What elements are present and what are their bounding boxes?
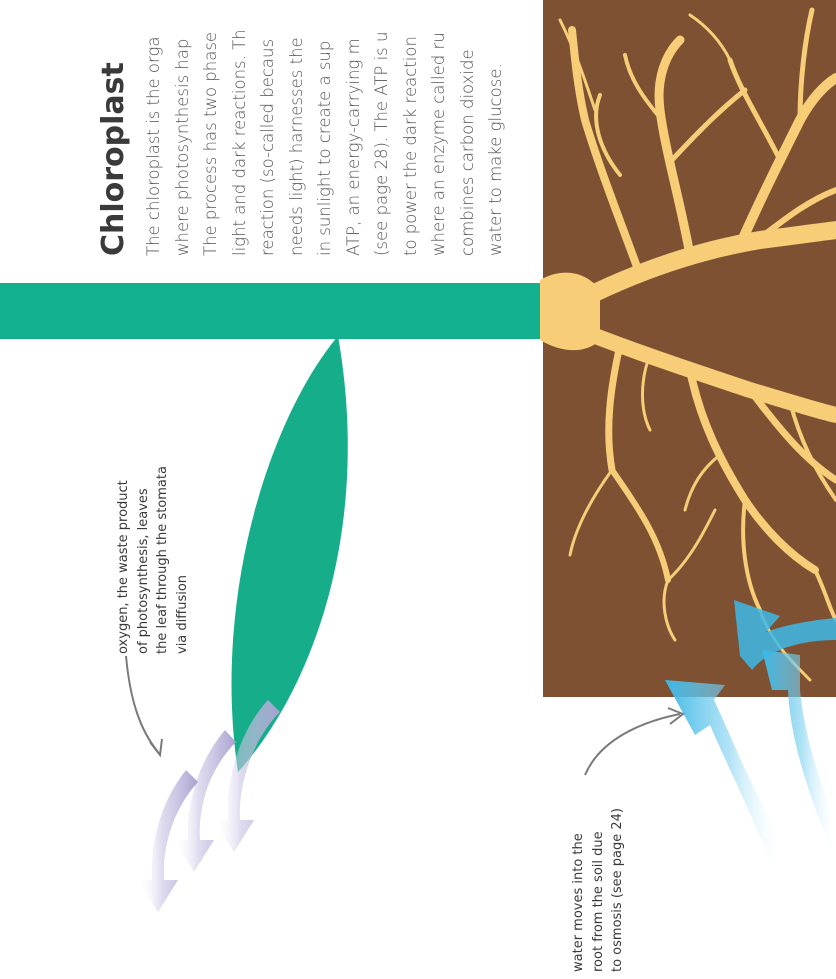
water-pointer [585, 714, 680, 775]
chloroplast-line: combines carbon dioxide [454, 29, 483, 256]
oxygen-label-line: via diffusion [173, 466, 193, 654]
stem [0, 283, 550, 339]
water-label: water moves into the root from the soil … [569, 808, 628, 972]
oxygen-arrows [138, 700, 280, 912]
oxygen-label: oxygen, the waste product of photosynthe… [114, 466, 192, 654]
chloroplast-description: The chloroplast is the orga where photos… [140, 29, 511, 256]
chloroplast-line: The process has two phase [197, 29, 226, 256]
chloroplast-line: light and dark reactions. Th [226, 29, 255, 256]
oxygen-label-line: oxygen, the waste product [114, 466, 134, 654]
chloroplast-line: water to make glucose. [482, 29, 511, 256]
chloroplast-line: (see page 28). The ATP is u [368, 29, 397, 256]
chloroplast-line: ATP, an energy-carrying m [340, 29, 369, 256]
chloroplast-line: in sunlight to create a sup [311, 29, 340, 256]
oxygen-pointer-head [150, 739, 162, 755]
oxygen-label-line: the leaf through the stomata [153, 466, 173, 654]
leaf [232, 336, 348, 772]
chloroplast-line: The chloroplast is the orga [140, 29, 169, 256]
chloroplast-line: where photosynthesis hap [169, 29, 198, 256]
soil [543, 0, 836, 697]
water-label-line: water moves into the [569, 808, 589, 972]
water-arrow-3 [665, 680, 782, 860]
oxygen-label-line: of photosynthesis, leaves [134, 466, 154, 654]
chloroplast-line: where an enzyme called ru [425, 29, 454, 256]
oxygen-pointer [126, 656, 158, 752]
chloroplast-line: reaction (so-called becaus [254, 29, 283, 256]
chloroplast-line: needs light) harnesses the [283, 29, 312, 256]
chloroplast-title: Chloroplast [96, 62, 131, 256]
water-label-line: to osmosis (see page 24) [608, 808, 628, 972]
chloroplast-line: to power the dark reaction [397, 29, 426, 256]
water-label-line: root from the soil due [589, 808, 609, 972]
